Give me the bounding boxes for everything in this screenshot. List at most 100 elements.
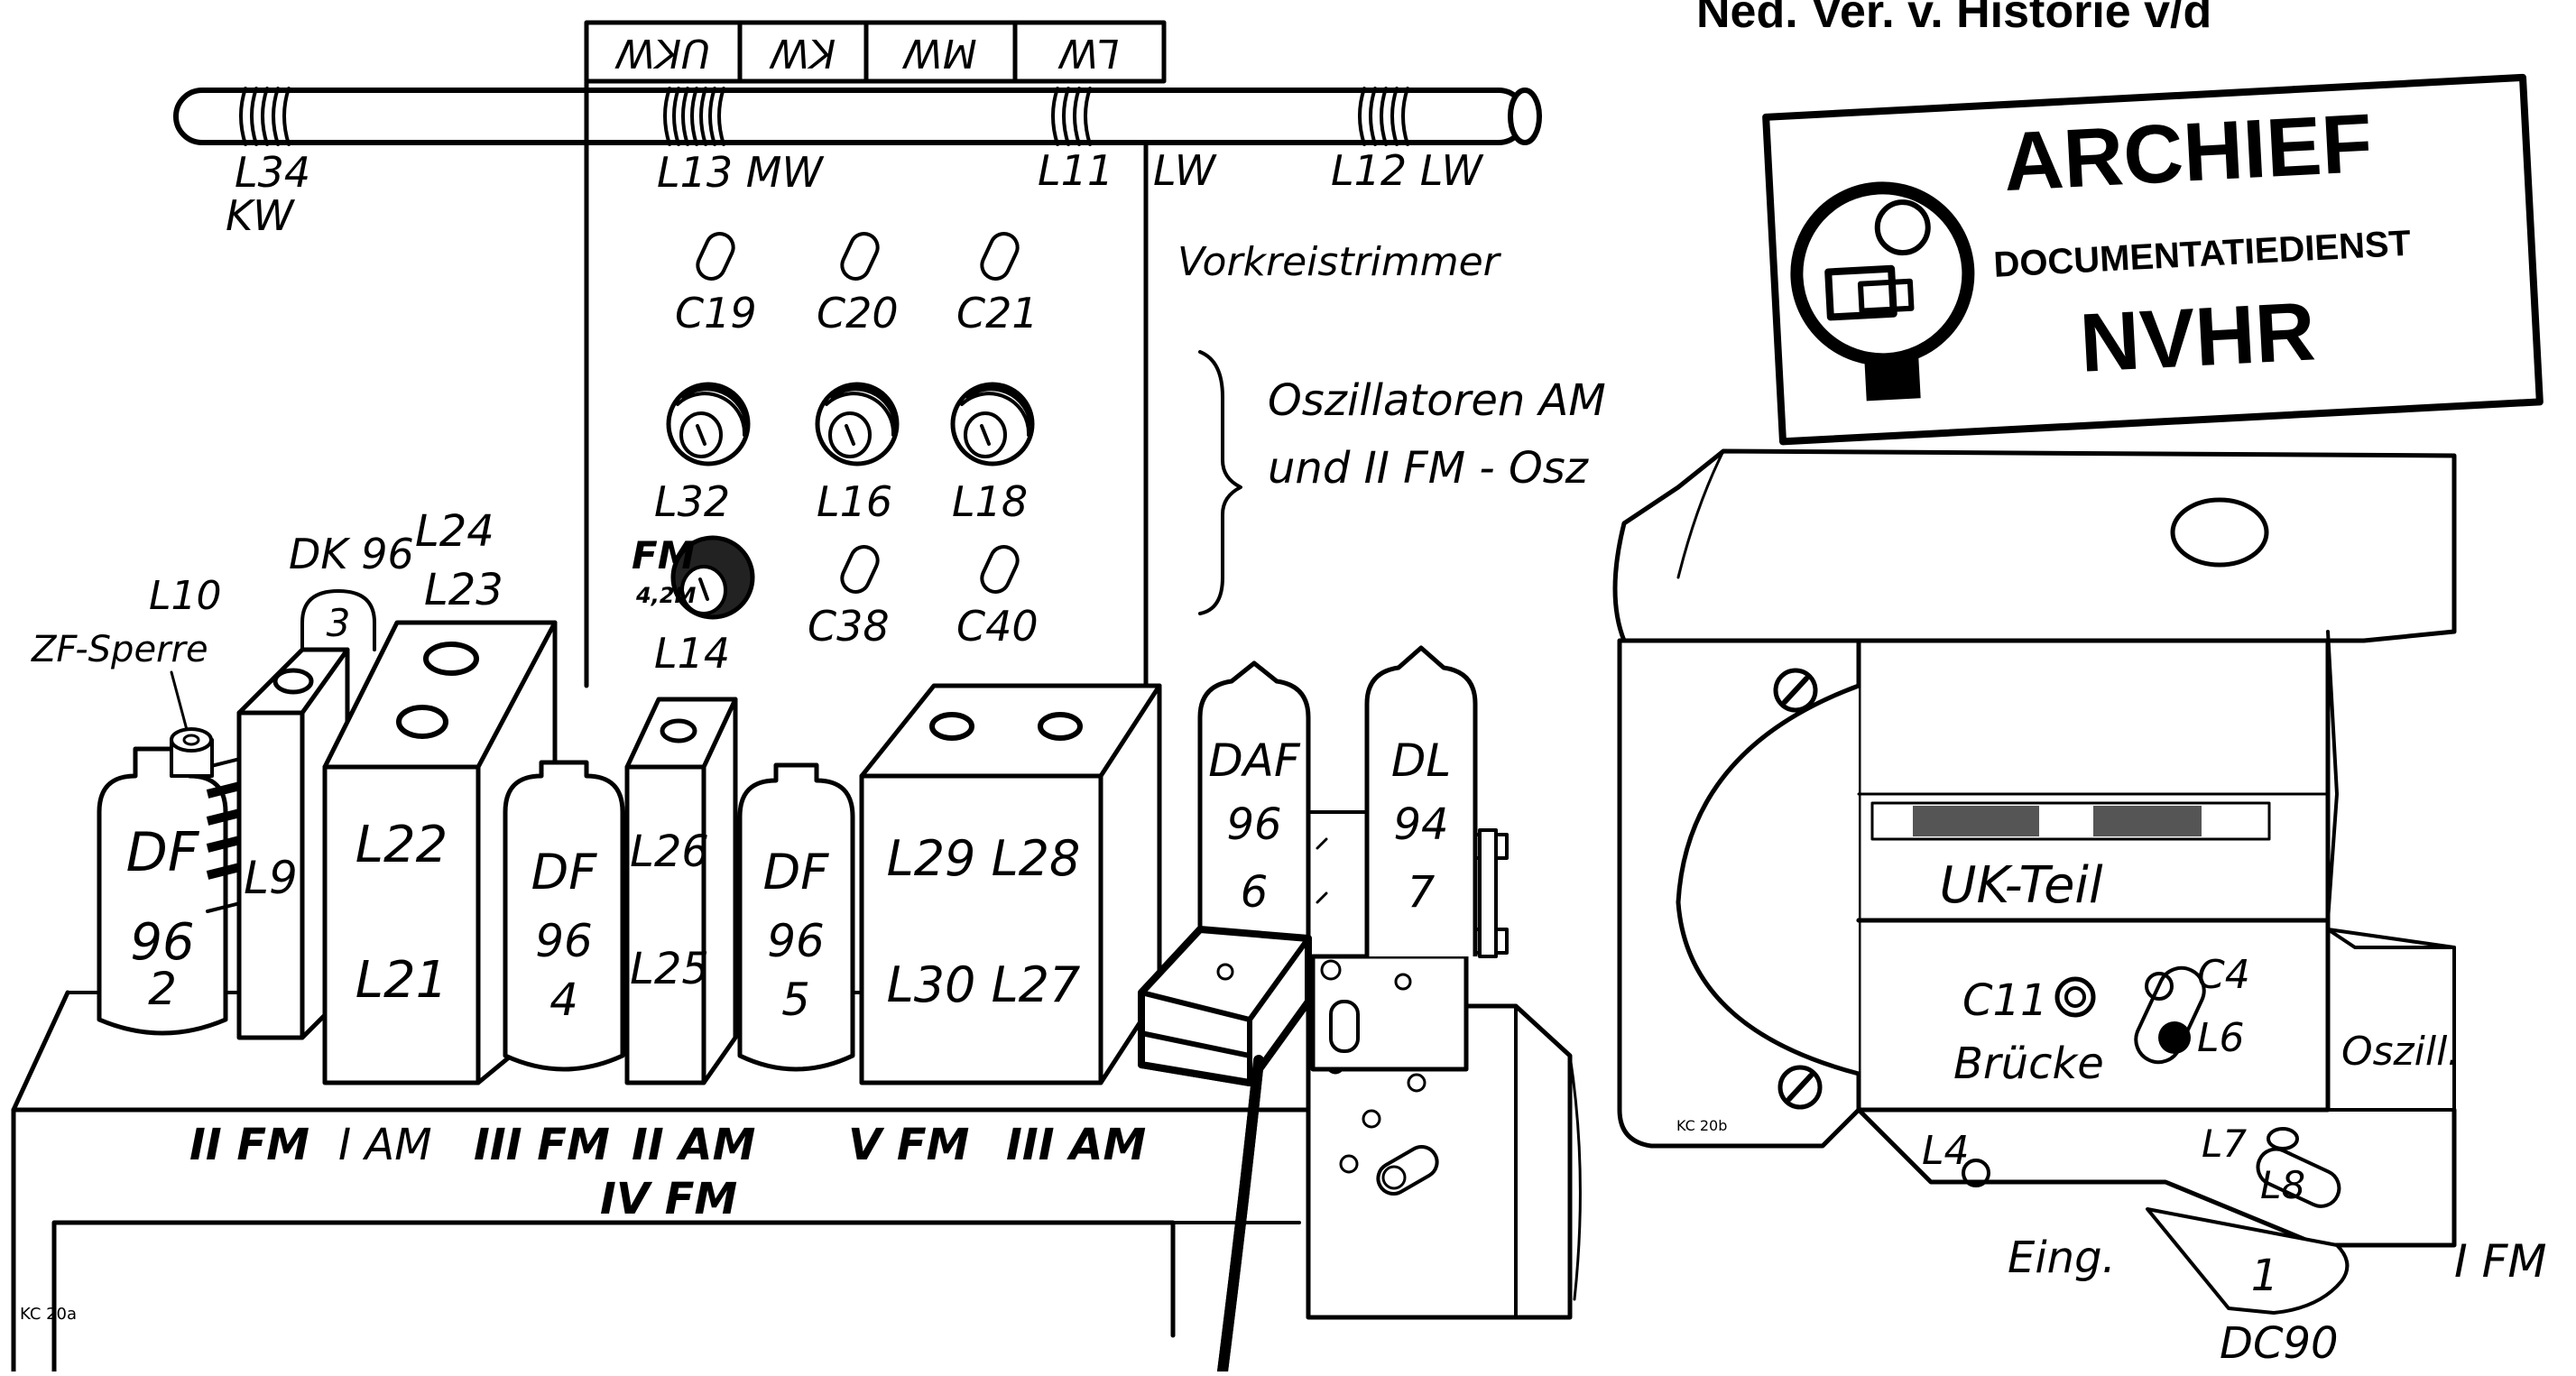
stage-label-v-fm: V FM [848,1120,969,1170]
band-button-ukw: UKW [614,30,710,76]
coil-l12-windings [1358,87,1409,146]
stamp-org: NVHR [2078,285,2318,390]
archive-stamp: ARCHIEF DOCUMENTATIEDIENST NVHR [1762,73,2544,446]
stage-label-ii-fm: II FM [189,1120,309,1170]
stamp-title: ARCHIEF [2001,97,2375,208]
tube-daf96 [1197,660,1311,956]
can-l29-l28 [859,683,1162,1085]
stamp-border [1762,73,2544,446]
can-l21-label: L21 [355,951,448,1010]
label-c40: C40 [956,602,1039,651]
ferrite-rod [173,87,1542,146]
label-c20: C20 [817,289,899,337]
can-l22-label: L22 [355,816,448,874]
tube-df96-5-type: DF [763,844,830,900]
band-button-lw: LW [1057,30,1119,76]
tube-df96-2-type: DF [126,821,200,884]
tube-df96-4 [503,760,625,1072]
stage-label-iii-am: III AM [1006,1120,1146,1170]
tube-df96-4-pos: 4 [549,974,578,1026]
band-button-mw: MW [902,30,977,76]
label-l4: L4 [1922,1128,1970,1174]
tube-dl94 [1364,645,1478,956]
tube-df96-2-pos: 2 [148,963,177,1015]
label-brucke: Brücke [1953,1039,2104,1089]
label-eing: Eing. [2008,1233,2116,1283]
label-4-2m: 4,2M [635,583,697,608]
tube-daf96-num: 96 [1226,799,1281,850]
label-c4: C4 [2197,952,2250,998]
tube-df96-4-num: 96 [535,915,593,967]
stage-label-iv-fm: IV FM [600,1174,737,1224]
can-l26-l25 [624,697,738,1085]
uk-teil-coil [1870,801,2271,841]
label-c38: C38 [808,602,890,651]
oscillator-coils [666,382,1035,466]
header-text: Ned. Ver. v. Historie v/d [1696,0,2211,38]
label-fm: FM [632,533,696,577]
label-tube-3: 3 [327,601,351,645]
can-l25-label: L25 [630,944,709,994]
label-dc90: DC90 [2220,1318,2339,1369]
label-l14: L14 [654,629,730,678]
tube-dl94-pos: 7 [1408,867,1436,918]
can-l29-l28-label: L29 L28 [887,830,1081,887]
band-button-kw: KW [769,30,836,76]
tube-dl94-type: DL [1391,734,1451,787]
label-oszill: Oszill. [2341,1029,2460,1075]
label-c21: C21 [956,289,1039,337]
label-l7: L7 [2202,1122,2247,1166]
tube-daf96-pos: 6 [1241,867,1269,918]
coil-l11-windings [1051,87,1092,146]
label-l10: L10 [149,573,222,619]
can-l26-label: L26 [630,827,709,877]
label-c19: C19 [675,289,757,337]
label-l34: L34 [235,148,310,197]
can-l30-l27-label: L30 L27 [887,956,1081,1013]
label-l24: L24 [415,506,494,557]
tube-df96-5 [737,762,855,1072]
can-l9-label: L9 [244,852,298,904]
chassis-a: C19 C20 C21 Vorkreistrimmer [11,78,1606,1376]
label-uk-teil: UK-Teil [1939,856,2103,915]
label-l32: L32 [654,477,730,526]
stamp-logo [1790,181,1975,402]
stage-label-iii-fm: III FM [474,1120,610,1170]
label-l8: L8 [2260,1163,2305,1207]
label-l18: L18 [952,477,1028,526]
label-lw: LW [1153,146,1217,195]
tube-df96-5-num: 96 [767,915,825,967]
tube-df96-2-num: 96 [130,913,194,972]
chassis-b: UK-Teil C11 Brücke C4 L6 Oszill. L4 L7 L… [1612,448,2547,1369]
tube-df96-2 [97,727,245,1036]
label-tube-1: 1 [2251,1251,2279,1301]
tube-df96-4-type: DF [531,844,598,900]
label-l11: L11 [1038,146,1113,195]
stage-label-i-am: I AM [338,1120,432,1170]
label-c11: C11 [1962,975,2048,1026]
label-i-fm: I FM [2454,1235,2547,1288]
drawing-code-b: KC 20b [1676,1117,1727,1134]
trimmers-vorkreis [696,232,1020,281]
tube-df96-5-pos: 5 [781,974,810,1026]
label-dk96: DK 96 [289,530,414,578]
tube-daf96-type: DAF [1208,734,1301,787]
label-zf-sperre: ZF-Sperre [31,629,208,670]
label-kw: KW [226,191,295,240]
label-l12-lw: L12 LW [1331,146,1484,195]
label-l16: L16 [817,477,892,526]
coil-l34-windings [239,87,291,146]
coil-l13-windings [663,87,725,146]
drawing-code-a: KC 20a [20,1305,77,1324]
label-l13-mw: L13 MW [657,148,824,197]
label-oszillatoren-am: Oszillatoren AM [1268,375,1606,426]
band-switch: UKW KW MW LW [584,20,1167,84]
tube-dl94-num: 94 [1393,799,1448,850]
label-und-ii-fm-osz: und II FM - Osz [1268,443,1590,494]
can-l9 [236,647,350,1040]
coil-l14 [670,535,755,620]
label-l6: L6 [2197,1015,2245,1061]
label-l23: L23 [424,565,503,615]
